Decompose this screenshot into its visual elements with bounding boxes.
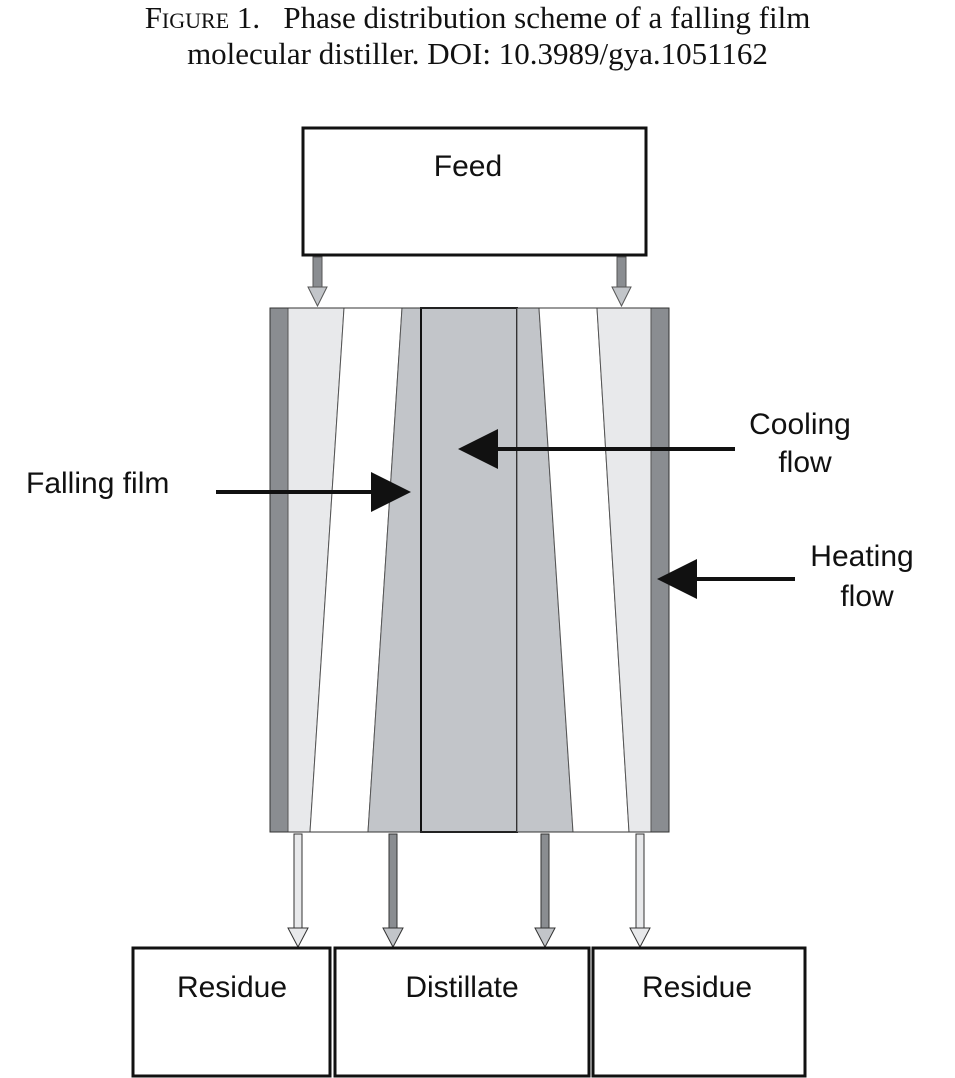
feed-label: Feed bbox=[434, 150, 502, 183]
figure-label: Figure 1. bbox=[144, 0, 261, 35]
caption-title-part1: Phase distribution scheme of a falling f… bbox=[283, 0, 811, 35]
distillate-label: Distillate bbox=[405, 971, 518, 1004]
falling-film-label: Falling film bbox=[26, 467, 169, 500]
caption-title-part2: molecular distiller. DOI: 10.3989/gya.10… bbox=[187, 36, 768, 71]
residue-arrow-left bbox=[287, 833, 309, 949]
figure-caption: Figure 1. Phase distribution scheme of a… bbox=[0, 0, 955, 72]
residue-arrow-right bbox=[629, 833, 651, 949]
heating-label-line1: Heating bbox=[810, 540, 913, 573]
distillate-arrow-right bbox=[534, 833, 556, 949]
cooling-label-line1: Cooling bbox=[749, 408, 851, 441]
distiller-column bbox=[269, 307, 670, 833]
feed-arrow-right bbox=[611, 256, 632, 308]
distillate-box bbox=[333, 946, 591, 1078]
residue-box-right bbox=[591, 946, 807, 1078]
heating-wall-right bbox=[650, 307, 670, 833]
distillate-arrow-left bbox=[382, 833, 404, 949]
feed-box bbox=[301, 126, 648, 257]
heating-wall-left bbox=[269, 307, 289, 833]
residue-label-left: Residue bbox=[177, 971, 287, 1004]
caption-line-1: Figure 1. Phase distribution scheme of a… bbox=[0, 0, 955, 36]
feed-arrow-left bbox=[307, 256, 328, 308]
condenser-core bbox=[420, 307, 518, 833]
residue-label-right: Residue bbox=[642, 971, 752, 1004]
cooling-label-line2: flow bbox=[778, 446, 832, 479]
heating-label-line2: flow bbox=[840, 580, 894, 613]
residue-box-left bbox=[131, 946, 332, 1078]
